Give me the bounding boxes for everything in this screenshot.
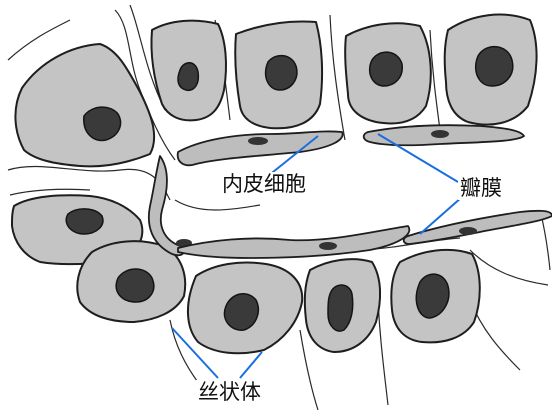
- cell-nucleus: [83, 106, 122, 142]
- endothelial-cell-label: 内皮细胞: [220, 172, 308, 196]
- filiform-leader-left: [171, 327, 219, 379]
- cell-nucleus: [327, 284, 354, 332]
- cell-nucleus: [474, 46, 514, 87]
- cell-nucleus: [368, 51, 403, 87]
- cell-nucleus: [65, 208, 104, 235]
- endothelial-nucleus: [431, 130, 449, 138]
- endothelial-nucleus: [319, 242, 337, 250]
- fiber: [9, 188, 91, 196]
- fiber: [377, 299, 389, 406]
- fiber: [169, 319, 201, 386]
- fiber: [7, 19, 71, 61]
- endothelial-lamellae: [148, 124, 552, 259]
- filiform-label: 丝状体: [196, 380, 263, 404]
- lamellae-label: 瓣膜: [458, 176, 504, 200]
- endothelial-cell: [177, 225, 411, 259]
- endothelial-cell: [176, 130, 344, 167]
- lamellae-leader-upper: [377, 133, 459, 183]
- cell-nucleus: [264, 54, 298, 91]
- lower-cells: [11, 194, 481, 355]
- fiber: [429, 29, 441, 131]
- cell-nucleus: [415, 273, 450, 319]
- fiber: [469, 249, 549, 286]
- endothelial-nucleus: [459, 227, 477, 235]
- upper-cells: [14, 13, 538, 168]
- fiber: [174, 199, 261, 211]
- cell: [14, 43, 156, 168]
- endothelial-nucleus: [248, 137, 268, 145]
- fiber: [329, 14, 346, 141]
- filiform-leader-right: [239, 351, 263, 379]
- cell-nucleus: [223, 293, 260, 331]
- cell-nucleus: [115, 268, 155, 303]
- endothelial-cell: [402, 209, 552, 245]
- endothelial-leader: [267, 135, 319, 177]
- fiber: [299, 329, 319, 411]
- cell-nucleus: [177, 62, 200, 92]
